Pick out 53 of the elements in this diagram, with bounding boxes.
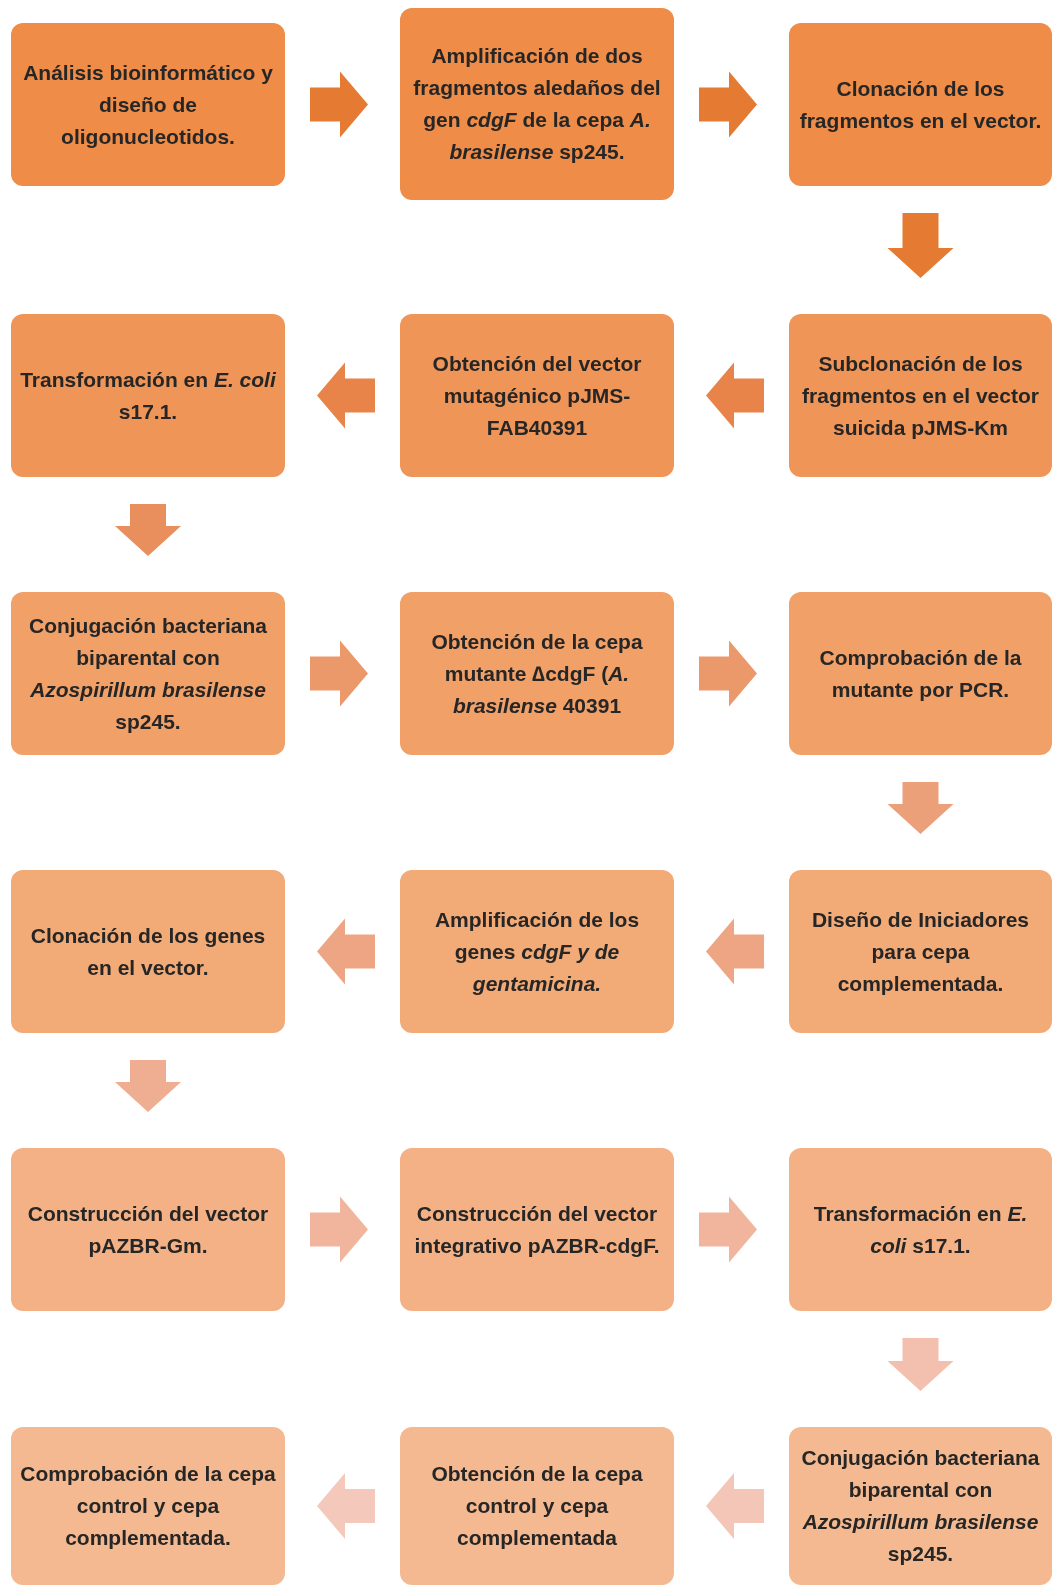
process-box bbox=[11, 1427, 285, 1585]
process-box bbox=[400, 1148, 674, 1311]
block-arrow bbox=[699, 640, 757, 707]
process-box bbox=[11, 870, 285, 1033]
step-text: Comprobación de la mutante por PCR. bbox=[818, 644, 1023, 703]
step-text: Diseño de Iniciadores para cepa complementada. bbox=[810, 906, 1031, 997]
step-text: Conjugación bacteriana biparental con Azospirillum brasilense sp245. bbox=[27, 612, 268, 735]
process-box bbox=[11, 23, 285, 186]
step-text: Amplificación de dos fragmentos aledaños del gen cdgF de la cepa A. brasilense sp245. bbox=[412, 43, 662, 165]
step-text: Construcción del vector integrativo pAZBR-cdgF. bbox=[413, 1200, 661, 1259]
process-box bbox=[789, 1148, 1052, 1311]
block-arrow bbox=[317, 918, 375, 985]
block-arrow bbox=[706, 1473, 764, 1539]
block-arrow bbox=[887, 213, 954, 278]
step-text: Obtención de la cepa mutante ∆cdgF (A. brasilense 40391 bbox=[430, 628, 644, 719]
block-arrow bbox=[706, 362, 764, 429]
block-arrow bbox=[115, 1060, 181, 1112]
step-text: Transformación en E. coli s17.1. bbox=[19, 366, 277, 425]
process-box bbox=[789, 870, 1052, 1033]
process-box bbox=[789, 592, 1052, 755]
step-text: Transformación en E. coli s17.1. bbox=[812, 1200, 1029, 1259]
process-box bbox=[400, 8, 674, 200]
step-text: Clonación de los fragmentos en el vector. bbox=[798, 75, 1043, 134]
block-arrow bbox=[317, 1473, 375, 1539]
block-arrow bbox=[317, 362, 375, 429]
step-text: Comprobación de la cepa control y cepa complementada. bbox=[19, 1461, 277, 1551]
process-box bbox=[789, 1427, 1052, 1585]
block-arrow bbox=[706, 918, 764, 985]
block-arrow bbox=[887, 1338, 954, 1391]
step-text: Clonación de los genes en el vector. bbox=[29, 922, 267, 981]
block-arrow bbox=[887, 782, 954, 834]
step-text: Subclonación de los fragmentos en el vector suicida pJMS-Km bbox=[801, 350, 1040, 441]
process-box bbox=[789, 314, 1052, 477]
step-text: Construcción del vector pAZBR-Gm. bbox=[26, 1200, 270, 1259]
block-arrow bbox=[115, 504, 181, 556]
process-box bbox=[400, 1427, 674, 1585]
block-arrow bbox=[699, 1196, 757, 1263]
process-box bbox=[11, 1148, 285, 1311]
block-arrow bbox=[310, 71, 368, 138]
process-box bbox=[400, 314, 674, 477]
step-text: Amplificación de los genes cdgF y de gentamicina. bbox=[433, 906, 641, 997]
process-box bbox=[11, 314, 285, 477]
process-box bbox=[400, 870, 674, 1033]
block-arrow bbox=[310, 640, 368, 707]
step-text: Obtención del vector mutagénico pJMS-FAB40391 bbox=[431, 350, 643, 441]
step-text: Análisis bioinformático y diseño de oligonucleotidos. bbox=[22, 59, 274, 150]
step-text: Conjugación bacteriana biparental con Azospirillum brasilense sp245. bbox=[800, 1445, 1041, 1567]
process-box bbox=[789, 23, 1052, 186]
block-arrow bbox=[310, 1196, 368, 1263]
process-box bbox=[400, 592, 674, 755]
step-text: Obtención de la cepa control y cepa complementada bbox=[430, 1461, 644, 1551]
process-box bbox=[11, 592, 285, 755]
block-arrow bbox=[699, 71, 757, 138]
